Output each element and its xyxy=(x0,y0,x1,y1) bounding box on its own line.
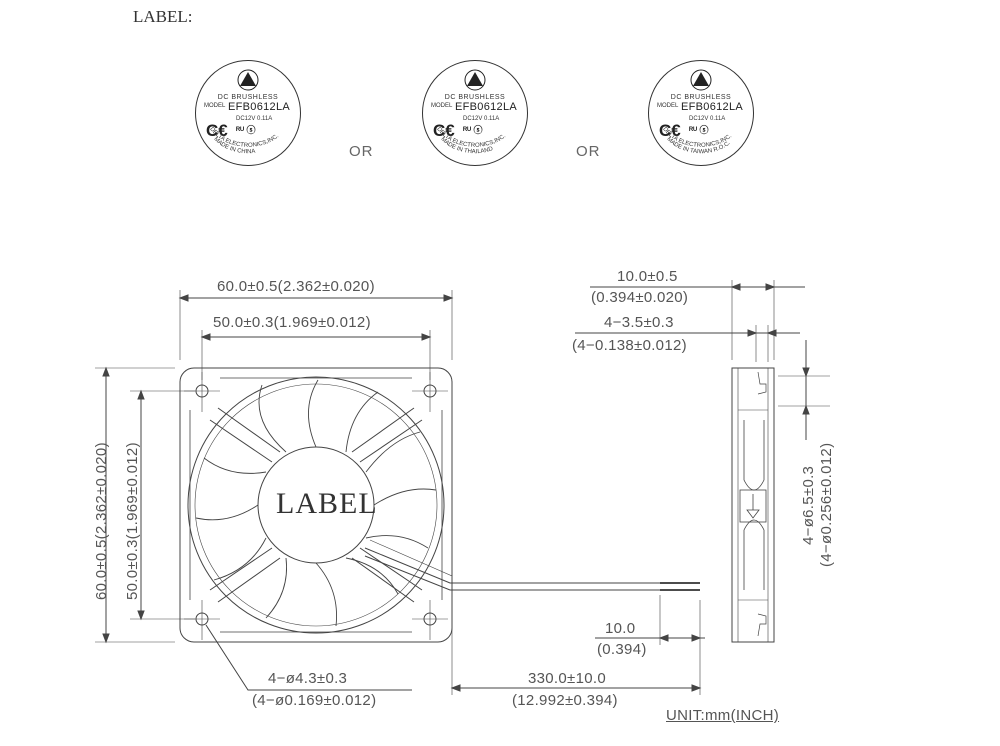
dim-hole-diameter-in: (4−ø0.169±0.012) xyxy=(252,692,377,709)
wire-stripped-end xyxy=(660,582,700,591)
ce-mark-icon: C€ xyxy=(659,121,681,140)
ext-lines-lead xyxy=(451,600,701,695)
label-card-taiwan: DC BRUSHLESS MODEL EFB0612LA DC12V 0.11A… xyxy=(648,60,754,166)
spoke-tl xyxy=(209,407,281,463)
ext-lines-thickness xyxy=(731,280,775,360)
label-rating: DC12V 0.11A xyxy=(463,116,500,122)
lead-wire-1 xyxy=(364,547,700,584)
label-line1: DC BRUSHLESS xyxy=(670,94,732,101)
ul-mark-icon: ᴿᵁ ⓢ xyxy=(689,125,709,135)
delta-logo-icon xyxy=(690,69,712,91)
unit-note: UNIT:mm(INCH) xyxy=(666,707,780,724)
label-card-china: DC BRUSHLESS MODEL EFB0612LA DC12V 0.11A… xyxy=(195,60,301,166)
dim-overall-height: 60.0±0.5(2.362±0.020) xyxy=(93,442,110,600)
wire-exit xyxy=(369,539,453,597)
delta-logo-icon xyxy=(237,69,259,91)
hole-centerlines xyxy=(201,372,431,640)
spoke-tr xyxy=(351,407,423,463)
label-title: LABEL: xyxy=(133,7,193,26)
dim-flange-in: (4−0.138±0.012) xyxy=(572,337,687,354)
or-separator-1: OR xyxy=(349,143,374,160)
label-line1: DC BRUSHLESS xyxy=(217,94,279,101)
fan-frame-outline xyxy=(179,367,453,643)
ul-mark-icon: ᴿᵁ ⓢ xyxy=(236,125,256,135)
label-model: EFB0612LA xyxy=(681,101,744,113)
dim-hole-spacing-width: 50.0±0.3(1.969±0.012) xyxy=(213,314,371,331)
or-separator-2: OR xyxy=(576,143,601,160)
airflow-arrow-box xyxy=(739,489,767,523)
dim-thickness-in: (0.394±0.020) xyxy=(591,289,689,306)
label-model: EFB0612LA xyxy=(228,101,291,113)
label-curved-text: DELTA ELECTRONICS,INC. MADE IN THAILAND xyxy=(435,126,507,155)
label-curved-text: DELTA ELECTRONICS,INC. MADE IN TAIWAN R.… xyxy=(661,126,733,155)
dim-arrows-strip xyxy=(658,634,702,642)
label-model-prefix: MODEL xyxy=(657,103,679,109)
dim-arrows-thickness xyxy=(730,283,776,291)
dim-arrows-overall-height xyxy=(102,366,110,644)
dim-lead-length-in: (12.992±0.394) xyxy=(512,692,618,709)
ext-lines-height xyxy=(95,367,175,643)
label-rating: DC12V 0.11A xyxy=(236,116,273,122)
dim-hole-diameter-mm: 4−ø4.3±0.3 xyxy=(268,670,348,687)
dim-strip-in: (0.394) xyxy=(597,641,647,658)
spoke-bl xyxy=(209,547,281,603)
dim-arrows-flange xyxy=(747,329,777,337)
spoke-br xyxy=(351,547,423,603)
ul-mark-icon: ᴿᵁ ⓢ xyxy=(463,125,483,135)
dim-flange-mm: 4−3.5±0.3 xyxy=(604,314,674,331)
dim-arrows-lead xyxy=(450,684,702,692)
ext-lines-side-hole xyxy=(778,375,830,407)
dim-hole-spacing-height: 50.0±0.3(1.969±0.012) xyxy=(124,442,141,600)
label-model-prefix: MODEL xyxy=(431,103,453,109)
label-model: EFB0612LA xyxy=(455,101,518,113)
label-model-prefix: MODEL xyxy=(204,103,226,109)
leader-hole-diameter xyxy=(205,624,412,691)
dim-arrows-side-hole xyxy=(802,367,810,415)
label-line1: DC BRUSHLESS xyxy=(444,94,506,101)
fan-hub-label: LABEL xyxy=(276,487,378,520)
hole-centerlines-h xyxy=(184,390,448,620)
dim-overall-width: 60.0±0.5(2.362±0.020) xyxy=(217,278,375,295)
dim-strip-mm: 10.0 xyxy=(605,620,636,637)
ce-mark-icon: C€ xyxy=(206,121,228,140)
delta-logo-icon xyxy=(464,69,486,91)
side-view-outline xyxy=(731,367,775,643)
dim-lead-length-mm: 330.0±10.0 xyxy=(528,670,606,687)
impeller-housing xyxy=(187,376,445,634)
label-curved-text: DELTA ELECTRONICS,INC. MADE IN CHINA xyxy=(208,126,280,155)
dim-arrows-hole-width xyxy=(200,333,432,341)
ext-lines-hole-width xyxy=(201,330,431,380)
label-card-thailand: DC BRUSHLESS MODEL EFB0612LA DC12V 0.11A… xyxy=(422,60,528,166)
label-rating: DC12V 0.11A xyxy=(689,116,726,122)
ce-mark-icon: C€ xyxy=(433,121,455,140)
ext-lines-flange xyxy=(755,325,769,362)
side-view-vent-upper xyxy=(743,420,765,491)
side-view-inner xyxy=(737,368,769,642)
lead-wire-2 xyxy=(364,555,700,591)
side-view-ribs xyxy=(757,371,767,637)
dim-arrows-hole-height xyxy=(137,389,145,621)
side-view-vent-lower xyxy=(743,519,765,590)
ext-lines-width xyxy=(179,290,453,360)
airflow-arrow-icon xyxy=(746,494,760,519)
dim-thickness-mm: 10.0±0.5 xyxy=(617,268,678,285)
dim-side-hole-mm: 4−ø6.5±0.3 xyxy=(800,465,817,545)
fan-blades xyxy=(195,379,437,627)
fan-frame-inner-edges xyxy=(189,377,443,633)
dim-side-hole-in: (4−ø0.256±0.012) xyxy=(818,442,835,567)
side-view-flange-lines xyxy=(738,409,768,601)
dim-arrows-overall-width xyxy=(178,294,454,302)
